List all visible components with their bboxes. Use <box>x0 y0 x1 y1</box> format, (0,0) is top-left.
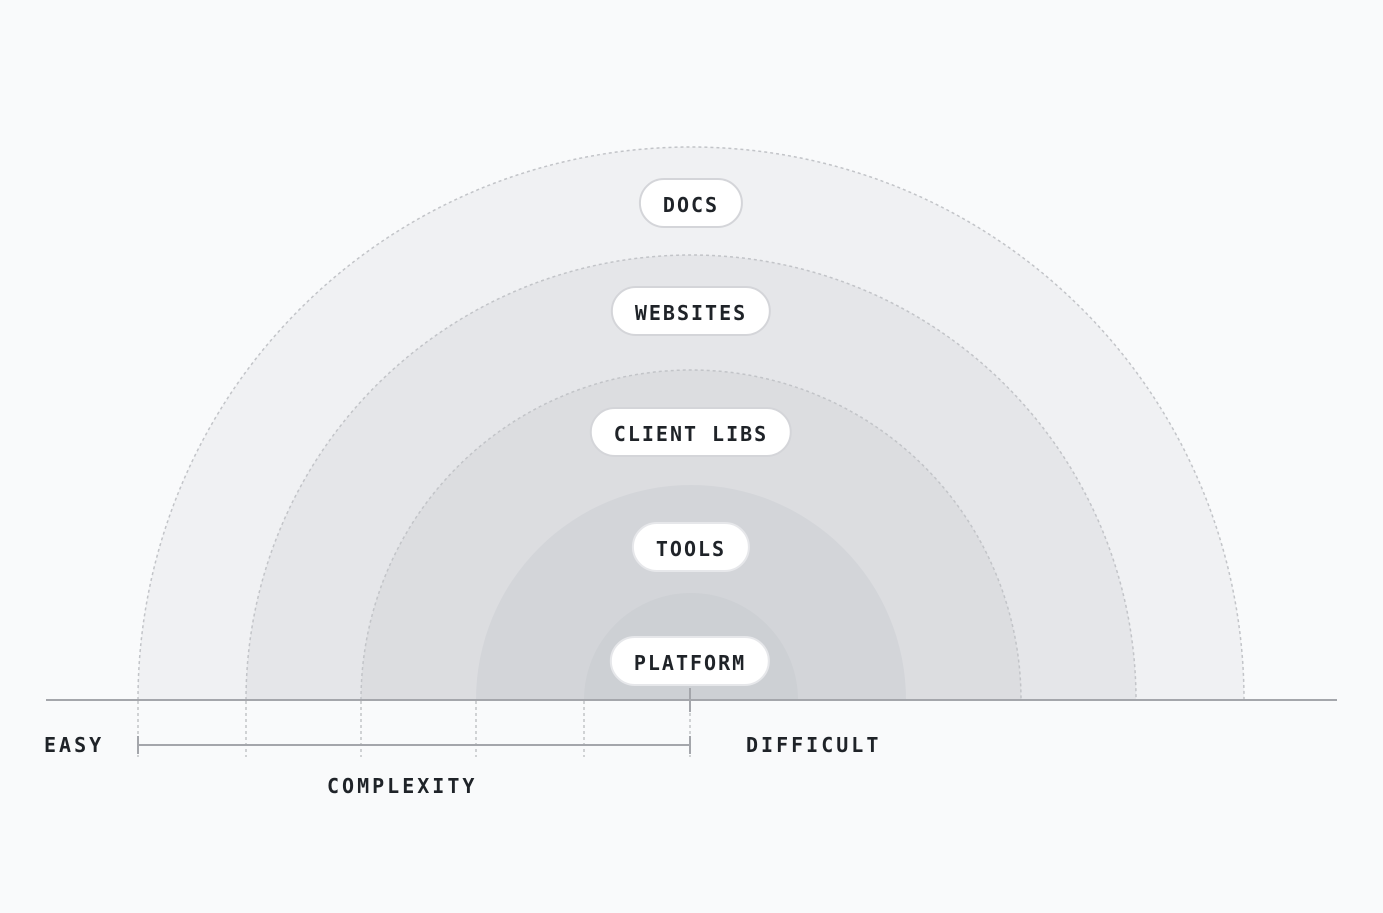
label-client-libs: CLIENT LIBS <box>589 407 793 457</box>
ring-tools <box>476 485 906 700</box>
label-platform: PLATFORM <box>609 636 771 686</box>
axis-label-difficult: DIFFICULT <box>746 733 882 757</box>
drop-lines <box>137 701 691 757</box>
complexity-scale <box>137 736 691 754</box>
axis-label-easy: EASY <box>44 733 105 757</box>
axis-label-complexity: COMPLEXITY <box>327 774 478 798</box>
label-tools: TOOLS <box>631 522 751 572</box>
label-websites: WEBSITES <box>610 286 772 336</box>
label-docs: DOCS <box>638 178 744 228</box>
